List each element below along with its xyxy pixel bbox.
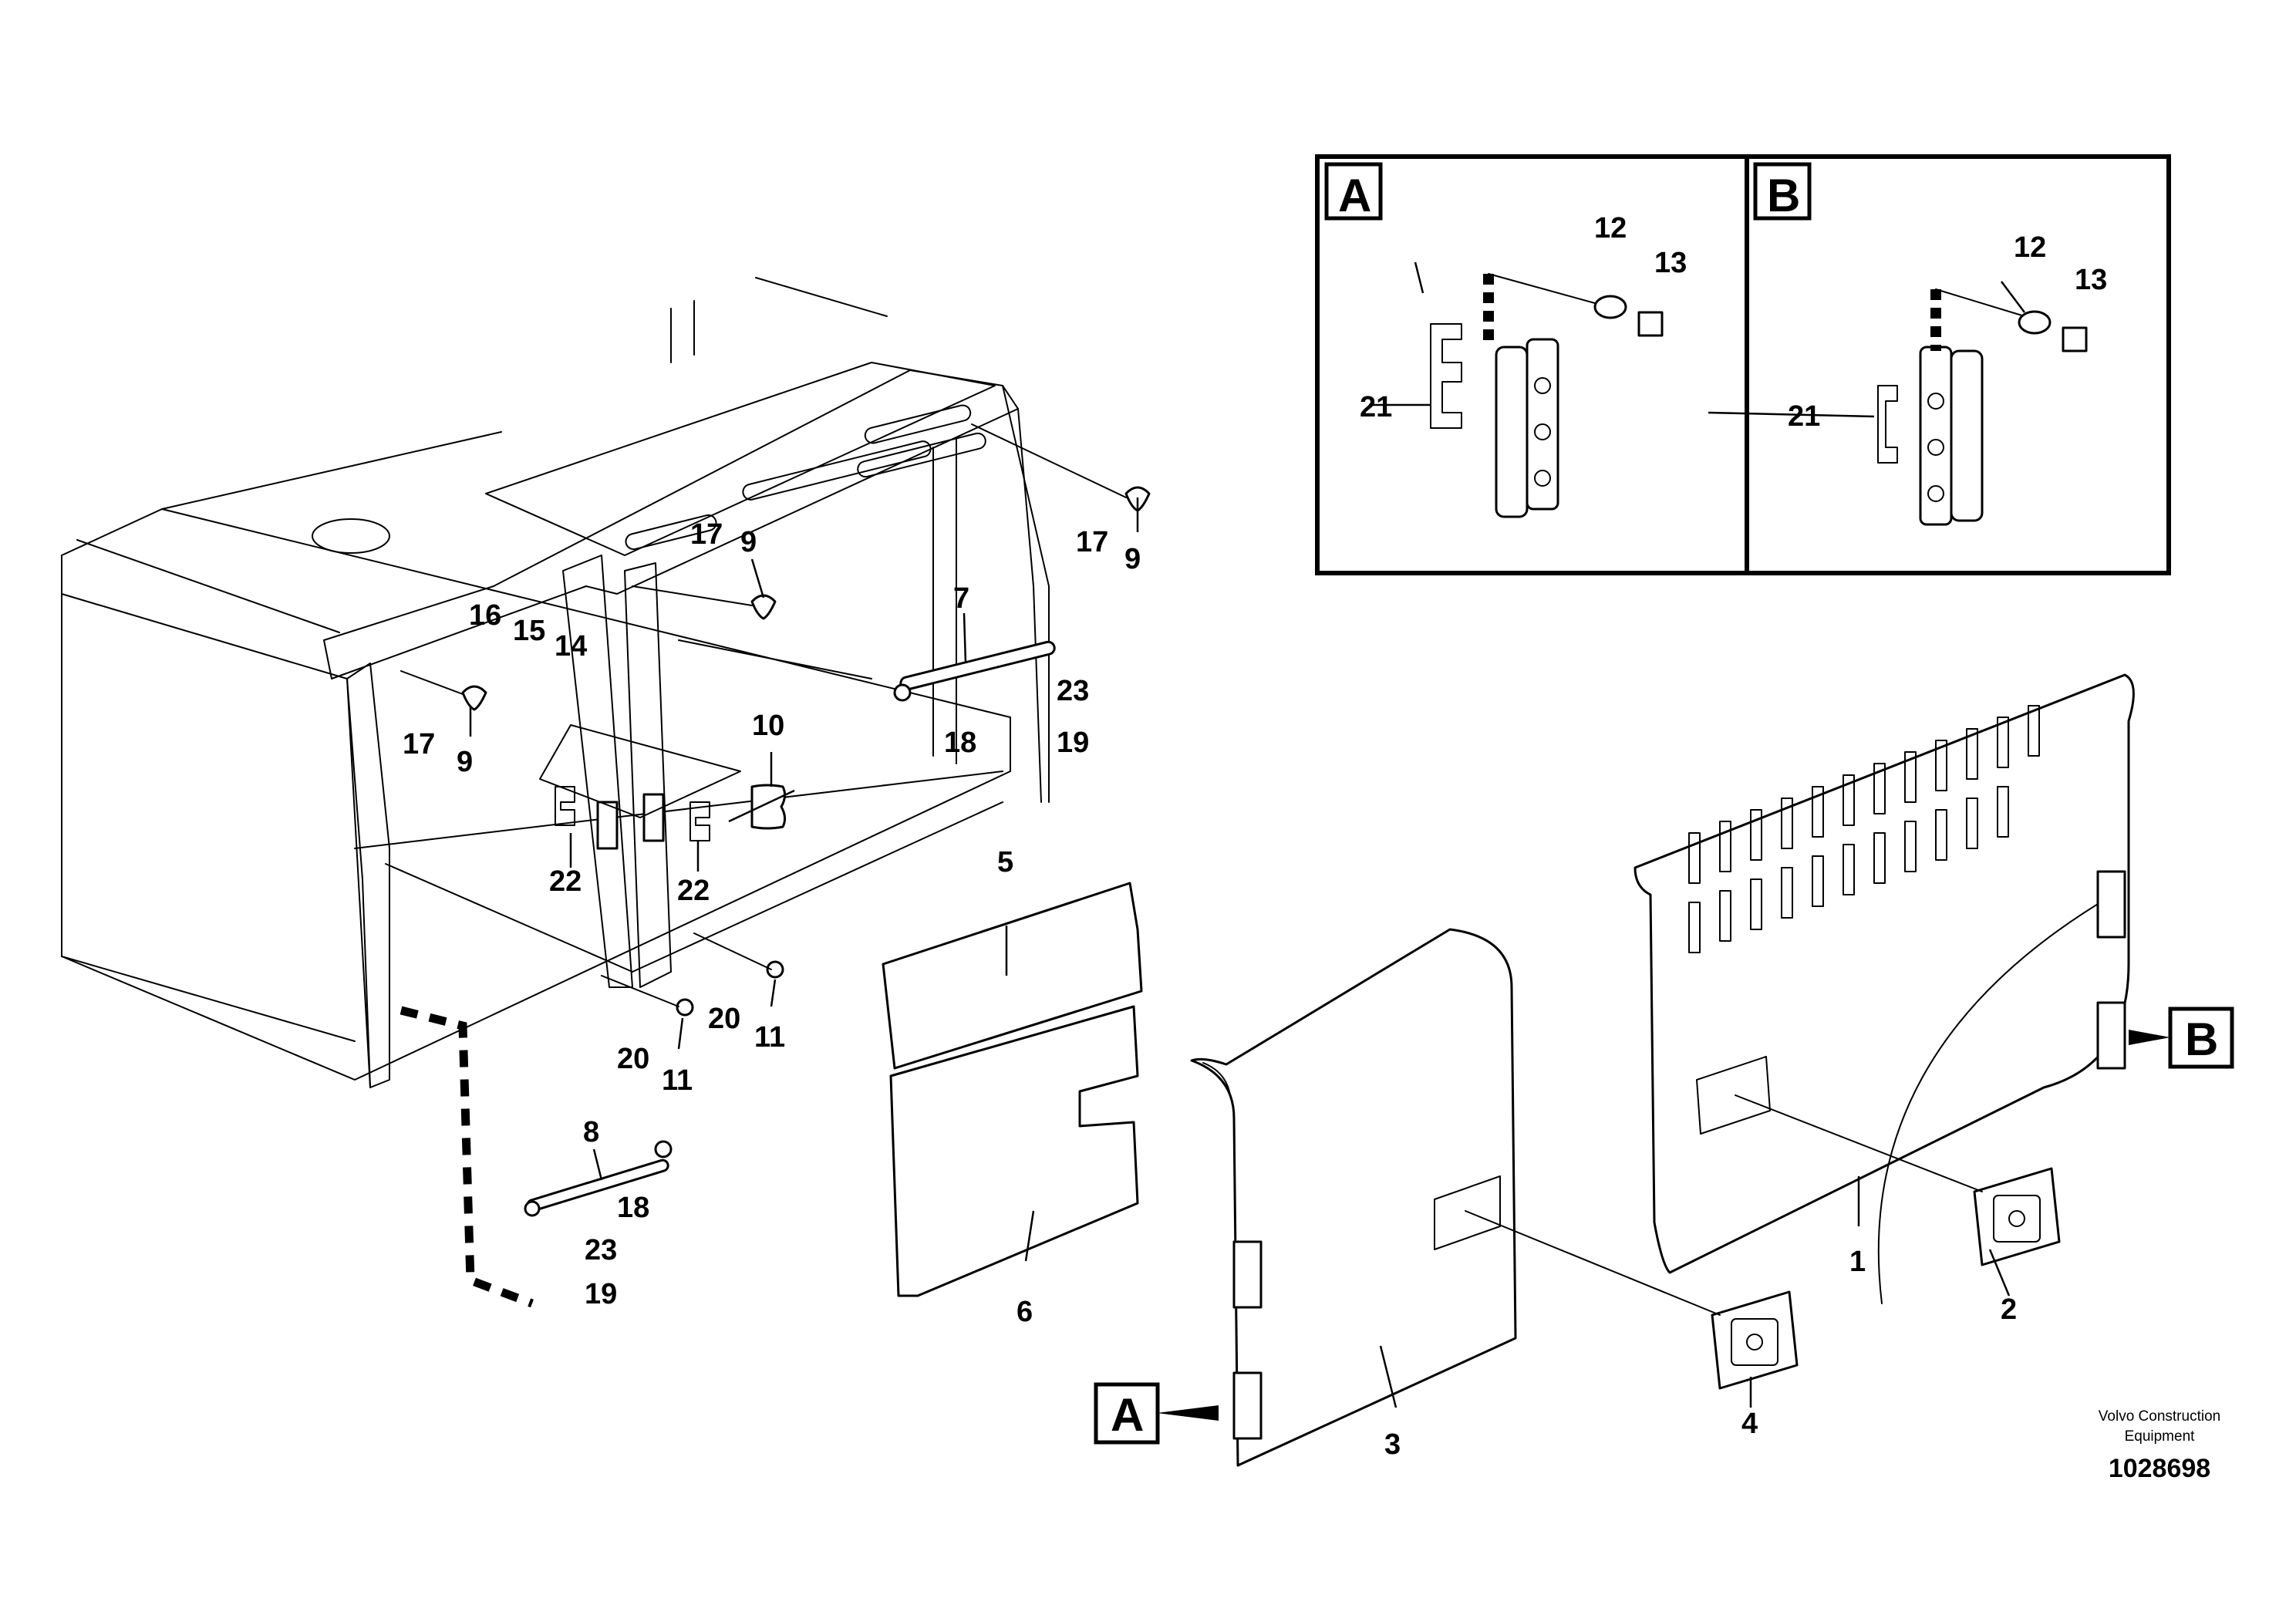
- marker-a-label: A: [1111, 1389, 1144, 1441]
- callout-15: 15: [513, 615, 545, 647]
- inset-b-label: B: [1767, 170, 1800, 221]
- footer: Volvo Construction Equipment 1028698: [2099, 1408, 2220, 1483]
- vent-slots: [1688, 705, 2040, 953]
- callout-17b: 17: [690, 518, 723, 551]
- callout-23b: 23: [585, 1234, 617, 1266]
- callout-9c: 9: [1124, 543, 1141, 575]
- callout-22b: 22: [677, 875, 710, 907]
- callout-9b: 9: [740, 526, 757, 558]
- callout-13: 13: [1654, 247, 1687, 279]
- callout-10: 10: [752, 710, 784, 742]
- door-panel-3: [1190, 928, 1517, 1467]
- callout-21: 21: [1360, 391, 1392, 423]
- callout-9: 9: [457, 746, 473, 778]
- marker-b: [2129, 1007, 2234, 1069]
- callout-20b: 20: [708, 1003, 740, 1035]
- callout-1: 1: [1849, 1246, 1866, 1278]
- callout-19: 19: [1057, 727, 1089, 759]
- callout-23: 23: [1057, 675, 1089, 707]
- callout-4: 4: [1741, 1408, 1758, 1440]
- callout-18: 18: [944, 727, 976, 759]
- drawing-number: 1028698: [2109, 1454, 2210, 1483]
- hinge-brackets-22: [539, 724, 787, 850]
- callout-14: 14: [555, 630, 587, 663]
- latch-bar-8: [524, 1140, 673, 1217]
- callout-11b: 11: [754, 1021, 785, 1054]
- callout-21b: 21: [1788, 400, 1820, 433]
- callout-3: 3: [1384, 1428, 1401, 1461]
- callout-12b: 12: [2014, 231, 2046, 264]
- leader-lines: [469, 261, 2025, 1408]
- callout-17: 17: [403, 728, 435, 760]
- callout-8: 8: [583, 1116, 599, 1148]
- inset-a-label: A: [1338, 170, 1371, 221]
- callout-6: 6: [1017, 1296, 1033, 1328]
- callout-12: 12: [1594, 212, 1627, 244]
- callout-16: 16: [469, 599, 501, 632]
- route-line: [400, 1006, 534, 1308]
- callout-19b: 19: [585, 1278, 617, 1310]
- company-line-1: Volvo Construction: [2099, 1408, 2220, 1425]
- detail-inset-a: [1315, 154, 1749, 575]
- detail-inset-b: [1745, 154, 2171, 575]
- bumper-parts: [400, 423, 1151, 1017]
- marker-b-label: B: [2185, 1013, 2218, 1065]
- callout-5: 5: [997, 846, 1013, 878]
- frame-assembly: [61, 277, 1050, 1088]
- callout-17c: 17: [1076, 526, 1108, 558]
- door-panel-1: [1633, 673, 2135, 1304]
- callout-13b: 13: [2075, 264, 2107, 296]
- lock-handles: [1465, 1094, 2061, 1390]
- callout-22: 22: [549, 865, 582, 898]
- callout-7: 7: [953, 582, 969, 615]
- insulation-pads: [882, 882, 1143, 1297]
- marker-a: [1094, 1382, 1219, 1445]
- callout-2: 2: [2001, 1293, 2017, 1326]
- callout-11: 11: [662, 1064, 693, 1097]
- callout-20: 20: [617, 1043, 649, 1075]
- callout-labels: 1 2 3 4 5 6 7 8 9 9 9 10 11 11 12 12 13 …: [403, 170, 2218, 1461]
- latch-bar-7: [893, 640, 1056, 702]
- callout-18b: 18: [617, 1192, 649, 1224]
- company-line-2: Equipment: [2125, 1428, 2196, 1445]
